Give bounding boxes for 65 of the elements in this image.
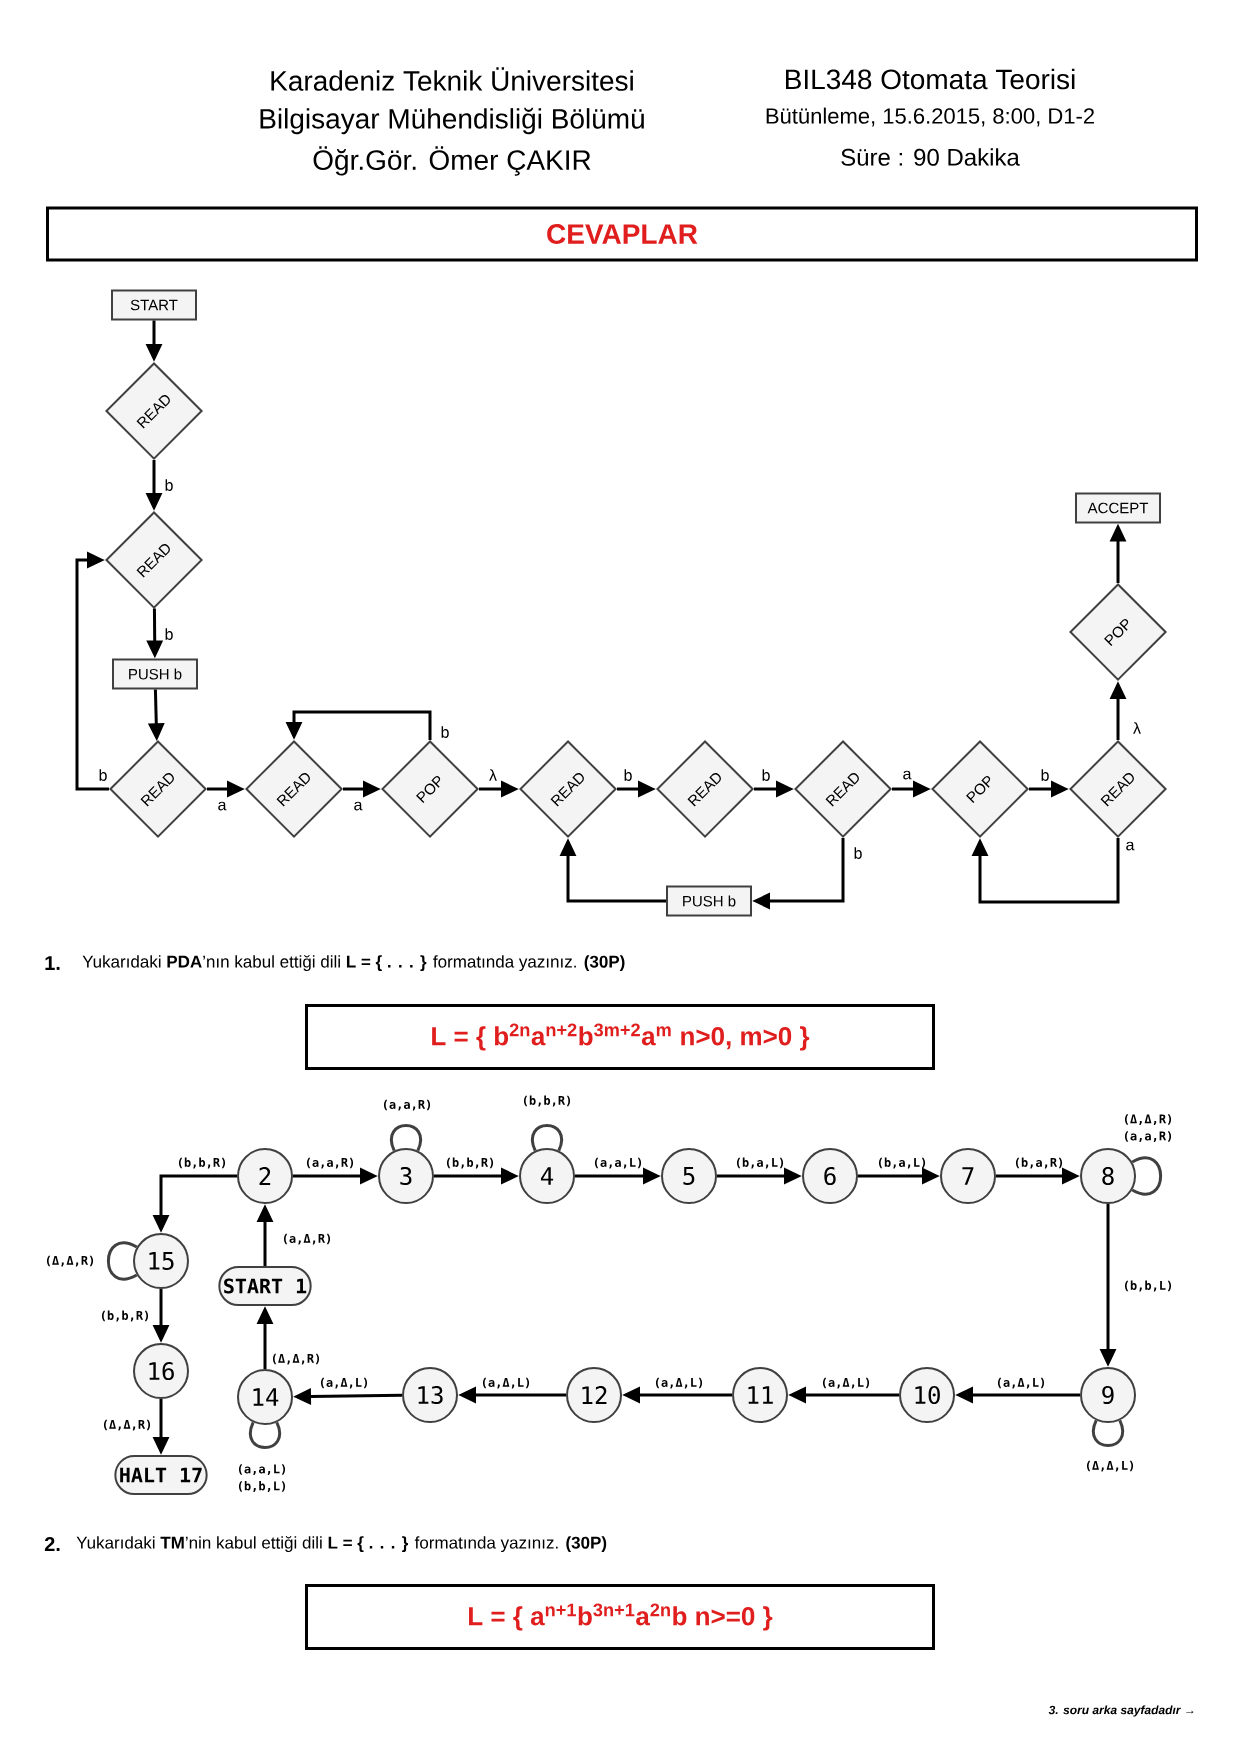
- self-loop: [531, 1124, 563, 1152]
- edge-label: (a,Δ,L): [997, 1377, 1045, 1389]
- process-box: ACCEPT: [1075, 492, 1161, 524]
- edge-label: (b,b,L): [1124, 1280, 1172, 1292]
- answer-box: L = { a$^{n+1}$b$^{3n+1}$a$^{2n}$b n>=0 }: [305, 1584, 935, 1650]
- edge-label: b: [624, 769, 632, 781]
- edge-label: (a,a,L) (b,b,L): [238, 1464, 286, 1492]
- edge-label: (a,a,R): [383, 1099, 431, 1111]
- edge-label: (b,a,L): [878, 1157, 926, 1169]
- edge-label: (a,Δ,L): [320, 1377, 368, 1389]
- state-pill: HALT 17: [114, 1455, 208, 1495]
- edge-label: b: [762, 769, 770, 781]
- edge-label: λ: [489, 769, 497, 781]
- process-box: PUSH b: [666, 885, 752, 917]
- process-box: PUSH b: [112, 658, 198, 690]
- arrow: [75, 551, 109, 791]
- self-loop: [107, 1241, 138, 1281]
- edge-label: b: [441, 726, 449, 738]
- edge-label: (b,a,L): [736, 1157, 784, 1169]
- edge-label: b: [1041, 769, 1049, 781]
- header-text: Bilgisayar Mühendisliği Bölümü: [260, 107, 644, 135]
- footer-note: 3. soru arka sayfadadır →: [1048, 1705, 1194, 1717]
- edge-label: (Δ,Δ,L): [1086, 1460, 1134, 1472]
- self-loop: [1092, 1419, 1124, 1447]
- question-text: Yukarıdaki TM’nin kabul ettiği dili L = { . . . } formatında yazınız. (30P): [76, 1536, 607, 1553]
- edge-label: (a,a,R): [306, 1157, 354, 1169]
- edge-label: b: [854, 847, 862, 859]
- edge-label: a: [218, 801, 227, 811]
- question-number: 2.: [44, 1537, 60, 1551]
- self-loop: [249, 1421, 281, 1449]
- edge-label: (Δ,Δ,R): [103, 1419, 151, 1431]
- self-loop: [390, 1124, 422, 1152]
- arrow: [971, 838, 1120, 904]
- edge-label: (Δ,Δ,R): [46, 1255, 94, 1267]
- edge-label: (b,b,R): [178, 1157, 226, 1169]
- edge-label: b: [165, 479, 173, 491]
- edge-label: a: [903, 770, 912, 780]
- edge-label: (b,b,R): [446, 1157, 494, 1169]
- edge-label: λ: [1133, 722, 1141, 734]
- banner-box: CEVAPLAR: [46, 206, 1198, 262]
- edge-label: a: [354, 801, 363, 811]
- self-loop: [1131, 1156, 1162, 1196]
- process-box: START: [111, 289, 197, 321]
- header-text: BIL348 Otomata Teorisi: [786, 68, 1075, 90]
- edge-label: (Δ,Δ,R) (a,a,R): [1124, 1114, 1172, 1142]
- edge-label: (Δ,Δ,R): [272, 1353, 320, 1365]
- edge-label: (b,b,R): [523, 1095, 571, 1107]
- edge-label: (a,Δ,R): [283, 1233, 331, 1245]
- edge-label: a: [1126, 841, 1135, 851]
- header-text: Karadeniz Teknik Üniversitesi: [271, 67, 633, 91]
- edge-label: (a,Δ,L): [822, 1377, 870, 1389]
- question-text: Yukarıdaki PDA’nın kabul ettiği dili L = { . . . } formatında yazınız. (30P): [82, 955, 625, 972]
- edge-label: b: [99, 769, 107, 781]
- header-text: Öğr.Gör. Ömer ÇAKIR: [313, 146, 591, 176]
- edge-label: (b,b,R): [101, 1310, 149, 1322]
- header-text: Süre : 90 Dakika: [841, 148, 1020, 166]
- state-pill: START 1: [218, 1266, 312, 1306]
- answer-box: L = { b$^{2n}$a$^{n+2}$b$^{3m+2}$a$^{m}$ n>0, m>0 }: [305, 1004, 935, 1070]
- edge-label: (a,a,L): [594, 1157, 642, 1169]
- header-text: Bütünleme, 15.6.2015, 8:00, D1-2: [766, 107, 1094, 127]
- edge-label: b: [165, 628, 173, 640]
- question-number: 1.: [45, 956, 60, 970]
- edge-label: (b,a,R): [1015, 1157, 1063, 1169]
- edge-label: (a,Δ,L): [655, 1377, 703, 1389]
- edge-label: (a,Δ,L): [482, 1377, 530, 1389]
